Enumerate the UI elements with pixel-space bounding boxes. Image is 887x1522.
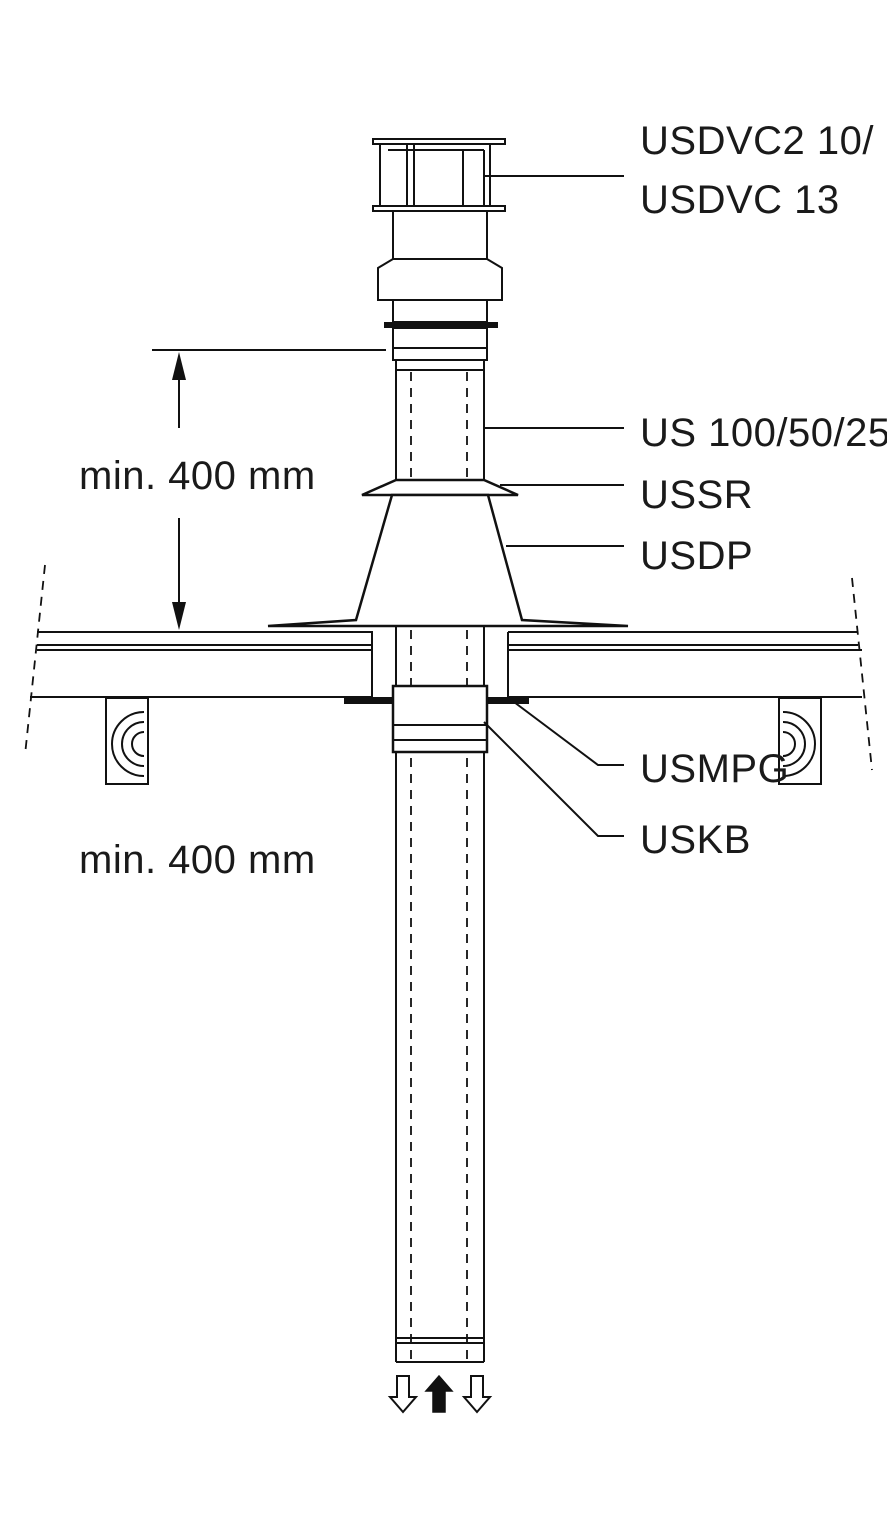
- terminal-cap: [372, 138, 506, 349]
- right-roof-slab: [507, 631, 862, 698]
- seal-ring: [384, 322, 498, 328]
- label-pipe: US 100/50/25: [640, 411, 887, 455]
- right-beam: [778, 697, 822, 785]
- label-cap-line2: USDVC 13: [640, 178, 840, 222]
- label-flashing: USDP: [640, 534, 753, 578]
- dimension-upper-label: min. 400 mm: [79, 454, 316, 498]
- label-plate: USMPG: [640, 747, 789, 791]
- dimension-lower-label: min. 400 mm: [79, 838, 316, 882]
- roof-flashing: [267, 493, 629, 628]
- flue-assembly: [267, 138, 629, 1363]
- label-cap-line1: USDVC2 10/: [640, 119, 874, 163]
- label-bracket: USKB: [640, 818, 751, 862]
- outlet-arrow-down-icon: [387, 1375, 419, 1414]
- support-bracket: [391, 684, 489, 754]
- storm-collar: [361, 478, 519, 497]
- left-roof-slab: [30, 631, 373, 698]
- flow-arrows: [387, 1374, 493, 1414]
- upper-pipe: [392, 347, 488, 480]
- inlet-arrow-up-icon: [424, 1374, 454, 1413]
- left-break-line: [24, 564, 46, 756]
- leader-lines: [483, 175, 624, 837]
- left-beam: [105, 697, 149, 785]
- label-storm-collar: USSR: [640, 473, 753, 517]
- right-break-line: [851, 577, 873, 771]
- outlet-arrow-down-icon: [461, 1375, 493, 1414]
- dimension-line: [152, 349, 386, 630]
